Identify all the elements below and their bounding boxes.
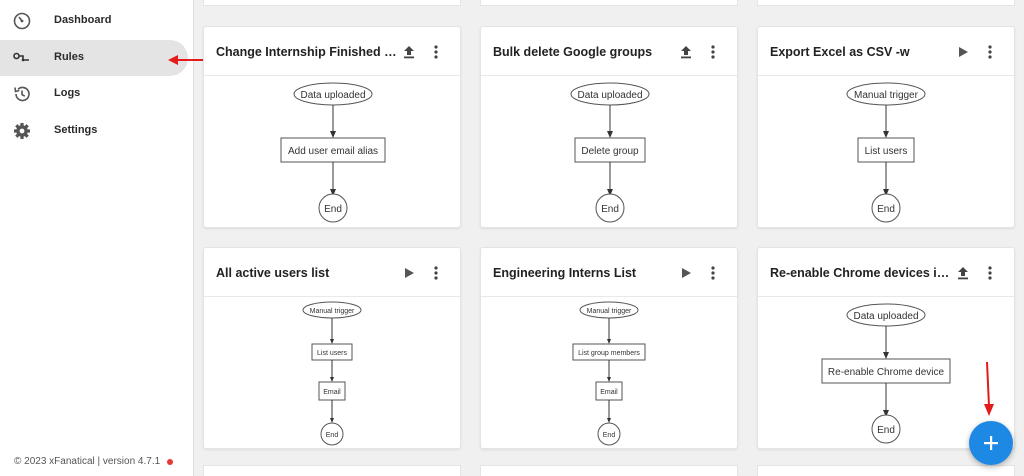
action-node-2: Email (600, 389, 618, 396)
card-partial (480, 0, 738, 6)
sidebar-item-logs[interactable]: Logs (0, 76, 188, 112)
dashboard-gauge-icon (13, 12, 31, 30)
upload-icon[interactable] (400, 43, 418, 61)
add-rule-button[interactable] (969, 421, 1013, 465)
action-node: List users (317, 350, 347, 357)
status-dot (167, 458, 174, 465)
play-icon[interactable] (954, 43, 972, 61)
rule-flow-diagram: Manual trigger List users Email End (204, 297, 460, 448)
rule-flow-diagram: Manual trigger List group members Email … (481, 297, 737, 448)
rule-card[interactable]: Export Excel as CSV -w Manual trigger Li… (757, 26, 1015, 228)
end-node: End (324, 204, 342, 215)
card-title: Engineering Interns List (493, 266, 637, 280)
card-title: All active users list (216, 266, 330, 280)
sidebar-item-label: Rules (54, 51, 84, 63)
rule-flow-diagram: Data uploaded Re-enable Chrome device En… (758, 297, 1014, 448)
trigger-node: Data uploaded (853, 311, 918, 322)
card-header: Re-enable Chrome devices in... (758, 248, 1014, 297)
card-header: Change Internship Finished O... (204, 27, 460, 76)
rule-flow-diagram: Data uploaded Add user email alias End (204, 76, 460, 227)
upload-icon[interactable] (677, 43, 695, 61)
action-node-2: Email (323, 389, 341, 396)
footer: © 2023 xFanatical | version 4.7.1 (14, 456, 174, 467)
card-partial (757, 465, 1015, 476)
action-node: List group members (578, 350, 640, 357)
trigger-node: Manual trigger (310, 308, 355, 315)
sidebar-item-settings[interactable]: Settings (0, 113, 188, 149)
card-title: Export Excel as CSV -w (770, 45, 910, 59)
more-vert-icon[interactable] (704, 264, 722, 282)
card-header: Engineering Interns List (481, 248, 737, 297)
play-icon[interactable] (400, 264, 418, 282)
action-node: Re-enable Chrome device (828, 367, 945, 378)
end-node: End (877, 204, 895, 215)
rule-card[interactable]: Re-enable Chrome devices in... Data uplo… (757, 247, 1015, 449)
end-node: End (877, 425, 895, 436)
card-partial (203, 465, 461, 476)
more-vert-icon[interactable] (981, 264, 999, 282)
more-vert-icon[interactable] (427, 43, 445, 61)
trigger-node: Manual trigger (854, 90, 919, 101)
card-title: Bulk delete Google groups (493, 45, 653, 59)
copyright-version: © 2023 xFanatical | version 4.7.1 (14, 456, 161, 467)
card-title: Re-enable Chrome devices in... (770, 266, 952, 280)
sidebar-item-rules[interactable]: Rules (0, 40, 188, 76)
card-partial (480, 465, 738, 476)
trigger-node: Manual trigger (587, 308, 632, 315)
rule-card[interactable]: Change Internship Finished O... Data upl… (203, 26, 461, 228)
card-partial (203, 0, 461, 6)
action-node: List users (865, 146, 908, 157)
action-node: Add user email alias (288, 146, 378, 157)
end-node: End (601, 204, 619, 215)
card-header: Bulk delete Google groups (481, 27, 737, 76)
rule-flow-diagram: Data uploaded Delete group End (481, 76, 737, 227)
sidebar-item-label: Settings (54, 124, 98, 136)
card-partial (757, 0, 1015, 6)
sidebar: Dashboard Rules Logs Settings (0, 0, 194, 476)
end-node: End (603, 432, 616, 439)
sidebar-item-dashboard[interactable]: Dashboard (0, 3, 188, 39)
card-header: All active users list (204, 248, 460, 297)
gear-icon (14, 123, 30, 139)
plus-icon (984, 436, 998, 450)
more-vert-icon[interactable] (981, 43, 999, 61)
card-header: Export Excel as CSV -w (758, 27, 1014, 76)
rule-flow-diagram: Manual trigger List users End (758, 76, 1014, 227)
card-title: Change Internship Finished O... (216, 45, 398, 59)
end-node: End (326, 432, 339, 439)
upload-icon[interactable] (954, 264, 972, 282)
play-icon[interactable] (677, 264, 695, 282)
trigger-node: Data uploaded (300, 90, 365, 101)
rules-icon (13, 52, 29, 62)
history-icon (14, 86, 30, 102)
sidebar-item-label: Dashboard (54, 14, 112, 26)
more-vert-icon[interactable] (704, 43, 722, 61)
more-vert-icon[interactable] (427, 264, 445, 282)
rule-card[interactable]: Bulk delete Google groups Data uploaded … (480, 26, 738, 228)
annotation-arrow-down (984, 361, 994, 416)
rule-card[interactable]: All active users list Manual trigger Lis… (203, 247, 461, 449)
trigger-node: Data uploaded (577, 90, 642, 101)
rule-card[interactable]: Engineering Interns List Manual trigger … (480, 247, 738, 449)
action-node: Delete group (581, 146, 639, 157)
sidebar-item-label: Logs (54, 87, 81, 99)
